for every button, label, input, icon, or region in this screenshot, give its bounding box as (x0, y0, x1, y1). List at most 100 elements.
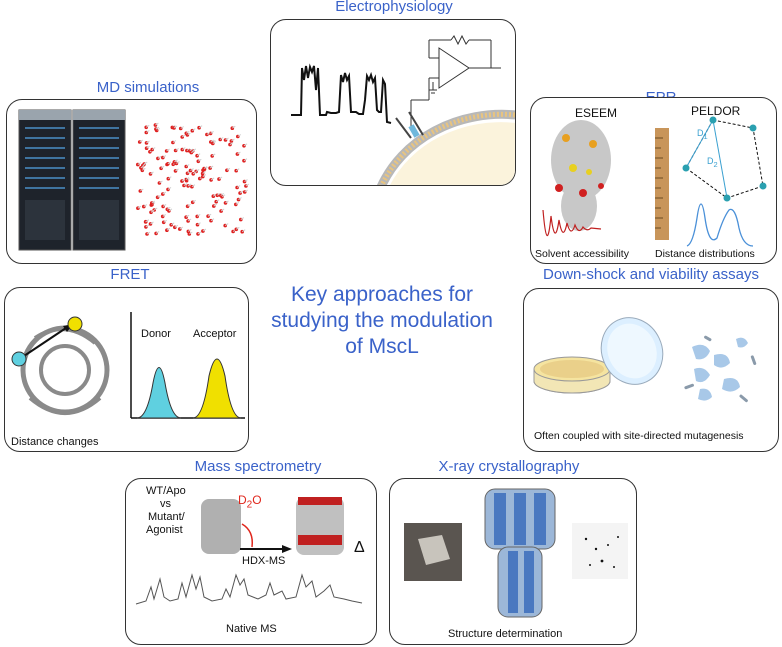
water-bond (162, 191, 167, 195)
center-title-line-3: of MscL (345, 335, 419, 358)
water-bond (245, 183, 250, 187)
water-bond (213, 203, 218, 207)
mass-spec-panel: WT/Apo vs Mutant/ Agonist D2O HDX-MS Δ N… (125, 478, 377, 645)
water-bond (192, 128, 196, 132)
water-bond (167, 186, 172, 190)
water-bond (186, 148, 191, 152)
center-title-line-1: Key approaches for (290, 283, 474, 306)
water-bond (192, 148, 197, 152)
water-bond (155, 126, 160, 130)
water-bond (237, 151, 241, 155)
water-bond (212, 141, 217, 144)
water-bond (225, 137, 229, 141)
water-bond (160, 165, 165, 169)
fret-title: FRET (110, 266, 150, 283)
downshock-panel: Often coupled with site-directed mutagen… (523, 288, 779, 452)
donor-dye-icon (11, 351, 27, 367)
water-bond (198, 125, 203, 129)
water-bond (195, 168, 200, 172)
water-bond (207, 213, 212, 217)
water-bond (243, 158, 248, 162)
water-bond (151, 147, 156, 151)
water-bond (168, 208, 173, 212)
water-bond (162, 213, 166, 217)
water-bond (203, 166, 208, 169)
distance-distribution-curve (686, 203, 754, 247)
mass-spec-title: Mass spectrometry (194, 458, 322, 475)
water-bond (235, 201, 240, 205)
water-bond (196, 213, 201, 217)
water-bond (202, 174, 207, 178)
water-bond (175, 168, 179, 172)
water-bond (226, 167, 231, 171)
water-bond (202, 171, 206, 174)
op-amp-circuit-icon (410, 34, 501, 128)
water-bond (237, 134, 242, 137)
water-box-icon (136, 122, 250, 236)
xray-title: X-ray crystallography (438, 458, 580, 475)
water-bond (150, 209, 155, 213)
water-bond (157, 194, 161, 198)
water-bond (215, 199, 220, 203)
water-bond (190, 168, 194, 172)
native-ms-caption: Native MS (226, 623, 277, 635)
mscl-crystal-structure-icon (484, 488, 556, 618)
water-bond (176, 161, 180, 164)
water-bond (140, 188, 144, 192)
d2o-label: D2O (238, 493, 262, 511)
water-bond (187, 132, 191, 136)
downshock-title: Down-shock and viability assays (543, 266, 759, 283)
eseem-label: ESEEM (575, 106, 618, 120)
water-bond (146, 145, 150, 149)
water-bond (139, 139, 143, 143)
water-bond (186, 130, 190, 134)
mscl-protein-icon (551, 120, 611, 231)
distance-changes-caption: Distance changes (11, 436, 99, 448)
distance-distributions-caption: Distance distributions (655, 248, 755, 260)
water-bond (221, 194, 226, 198)
fret-panel: Donor Acceptor Distance changes (4, 287, 249, 452)
water-bond (244, 179, 248, 183)
xray-illustration (404, 488, 628, 618)
epr-panel: ESEEM PELDOR D1 D2 Solvent accessibility… (530, 97, 777, 264)
water-bond (192, 199, 196, 203)
water-bond (224, 223, 229, 227)
water-bond (180, 126, 184, 129)
water-bond (196, 153, 201, 157)
water-bond (162, 155, 167, 159)
water-bond (231, 138, 235, 142)
water-bond (209, 165, 214, 169)
electrophysiology-title: Electrophysiology (335, 0, 453, 15)
water-bond (210, 139, 215, 143)
md-illustration (18, 109, 250, 251)
water-bond (174, 224, 179, 228)
water-bond (146, 231, 151, 235)
water-bond (146, 130, 150, 133)
water-bond (236, 185, 241, 188)
peldor-label: PELDOR (691, 104, 741, 118)
acceptor-label: Acceptor (193, 328, 237, 340)
water-bond (140, 165, 145, 169)
patch-clamp-trace (291, 63, 392, 124)
water-bond (185, 214, 190, 218)
wt-apo-label: WT/Apo (146, 485, 186, 497)
water-bond (198, 158, 202, 162)
water-bond (191, 150, 195, 154)
water-bond (151, 200, 156, 204)
water-bond (219, 137, 224, 140)
water-bond (218, 176, 223, 180)
water-bond (211, 153, 216, 157)
solvent-accessibility-caption: Solvent accessibility (535, 248, 629, 260)
epr-illustration (542, 116, 767, 247)
water-bond (167, 206, 171, 210)
center-title-line-2: studying the modulation (271, 309, 493, 332)
water-bond (181, 134, 186, 138)
water-bond (210, 218, 215, 222)
water-bond (179, 226, 184, 230)
water-bond (174, 159, 178, 163)
water-bond (168, 176, 172, 180)
water-bond (182, 147, 186, 151)
eseem-decay-trace (542, 209, 602, 237)
vs-label: vs (160, 498, 171, 510)
water-bond (159, 180, 163, 184)
